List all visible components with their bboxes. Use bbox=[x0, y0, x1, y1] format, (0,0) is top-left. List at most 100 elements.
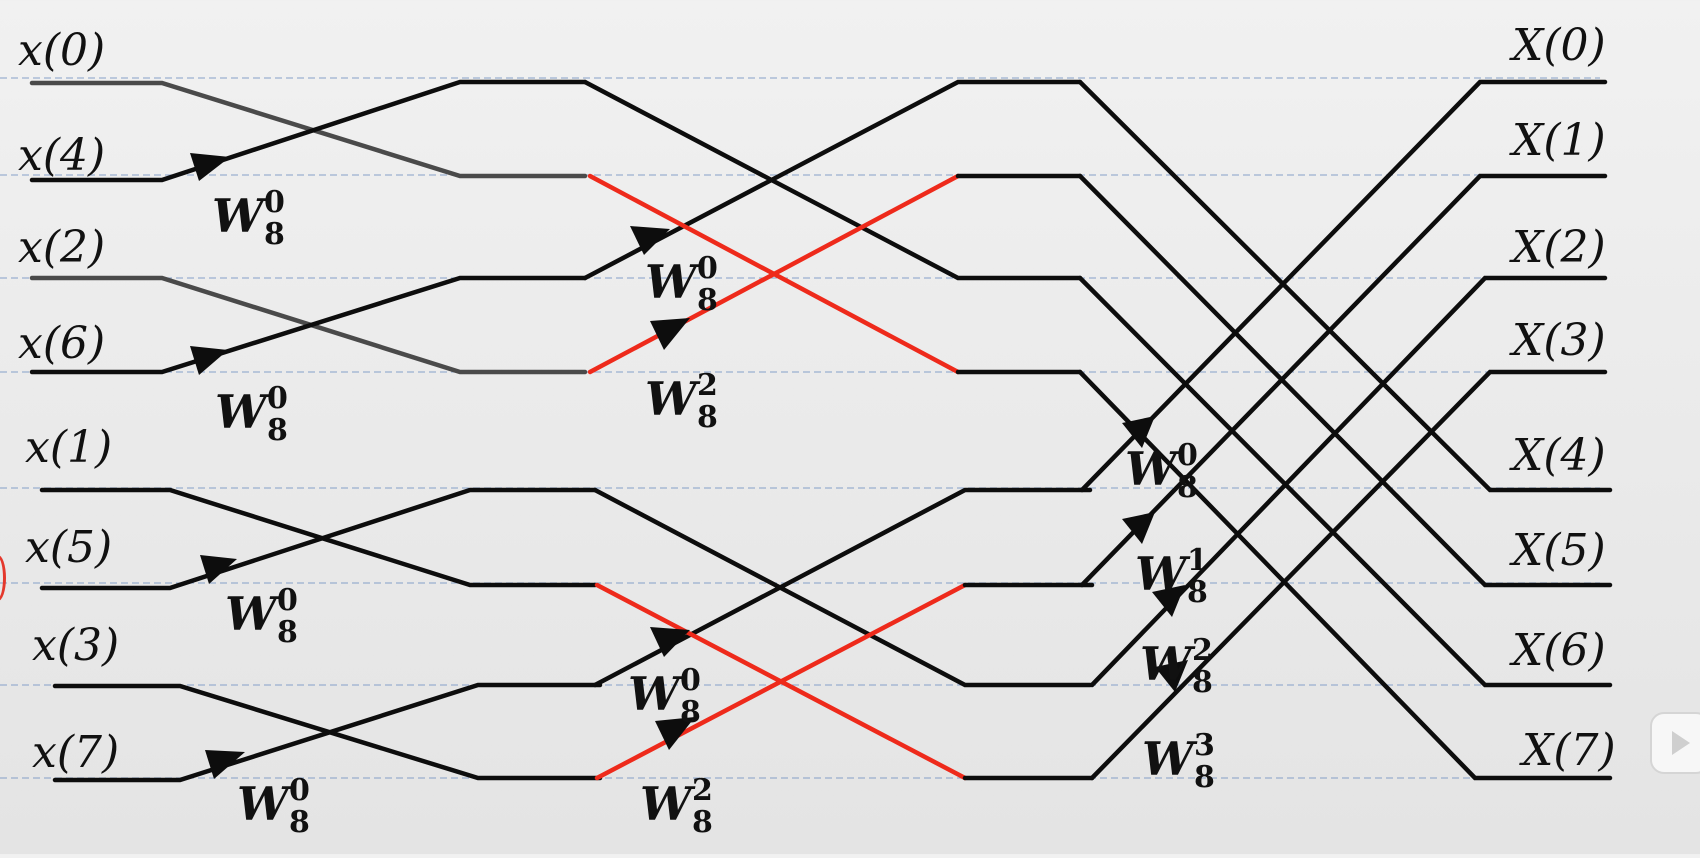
stage-3-lines bbox=[1077, 79, 1613, 781]
twiddle-subscript: 8 bbox=[697, 283, 718, 318]
output-label: X(1) bbox=[1509, 115, 1606, 166]
twiddle-exponent: 0 bbox=[277, 583, 298, 618]
twiddle-subscript: 8 bbox=[1187, 575, 1208, 610]
twiddle-subscript: 8 bbox=[697, 400, 718, 435]
arrows bbox=[190, 153, 1188, 779]
input-label: x(4) bbox=[18, 130, 105, 181]
twiddle-factor: W 0 8 bbox=[237, 773, 310, 840]
twiddle-factor: W 3 8 bbox=[1142, 728, 1215, 795]
twiddle-base: W bbox=[645, 372, 701, 426]
arrow-icon bbox=[190, 153, 230, 181]
stage1-line-7 bbox=[52, 682, 603, 783]
twiddle-factor: W 2 8 bbox=[1140, 633, 1213, 700]
twiddle-exponent: 0 bbox=[680, 663, 701, 698]
twiddle-exponent: 2 bbox=[697, 368, 718, 403]
stage3-line-2 bbox=[1077, 275, 1613, 688]
input-label: x(3) bbox=[32, 620, 119, 671]
twiddle-subscript: 8 bbox=[277, 615, 298, 650]
twiddle-base: W bbox=[640, 777, 696, 831]
stage-1-lines bbox=[29, 79, 603, 783]
stage3-line-0 bbox=[1077, 79, 1613, 493]
twiddle-exponent: 0 bbox=[267, 381, 288, 416]
twiddle-subscript: 8 bbox=[264, 217, 285, 252]
twiddle-factor: W 2 8 bbox=[645, 368, 718, 435]
input-label: x(5) bbox=[25, 522, 112, 573]
twiddle-factor: W 0 8 bbox=[645, 251, 718, 318]
arrow-icon bbox=[655, 717, 695, 750]
arrow-icon bbox=[1122, 512, 1155, 544]
arrow-icon bbox=[650, 318, 690, 350]
arrow-icon bbox=[1152, 585, 1185, 617]
stage1-line-5 bbox=[39, 487, 598, 591]
stage1-line-3 bbox=[29, 275, 588, 375]
arrow-icon bbox=[205, 750, 245, 779]
twiddle-factor: W 0 8 bbox=[215, 381, 288, 448]
output-label: X(2) bbox=[1509, 222, 1606, 273]
twiddle-subscript: 8 bbox=[1177, 470, 1198, 505]
output-label: X(7) bbox=[1519, 725, 1616, 776]
twiddle-base: W bbox=[1135, 547, 1191, 601]
arrow-icon bbox=[1122, 416, 1155, 448]
twiddle-base: W bbox=[215, 385, 271, 439]
stage3-line-3 bbox=[1077, 369, 1613, 781]
twiddle-factor: W 0 8 bbox=[212, 185, 285, 252]
twiddle-factor: W 0 8 bbox=[225, 583, 298, 650]
twiddle-exponent: 2 bbox=[1192, 633, 1213, 668]
input-label: x(2) bbox=[18, 222, 105, 273]
output-label: X(5) bbox=[1509, 525, 1606, 576]
input-label: x(0) bbox=[18, 25, 105, 76]
twiddle-base: W bbox=[212, 189, 268, 243]
output-label: X(3) bbox=[1509, 315, 1606, 366]
stage2-line-3 bbox=[587, 173, 961, 375]
twiddle-factor: W 0 8 bbox=[628, 663, 701, 730]
twiddle-subscript: 8 bbox=[1192, 665, 1213, 700]
output-label: X(6) bbox=[1509, 625, 1606, 676]
arrow-icon bbox=[630, 226, 670, 255]
stage3-line-7 bbox=[1089, 369, 1608, 781]
twiddle-exponent: 3 bbox=[1194, 728, 1215, 763]
guide-lines bbox=[0, 77, 1600, 779]
stage2-line-1 bbox=[582, 79, 1083, 281]
output-label: X(0) bbox=[1509, 20, 1606, 71]
twiddle-subscript: 8 bbox=[692, 805, 713, 840]
stage2-line-5 bbox=[592, 487, 1093, 688]
twiddle-base: W bbox=[628, 667, 684, 721]
twiddle-base: W bbox=[1142, 732, 1198, 786]
stage3-line-6 bbox=[1089, 275, 1608, 688]
stage2-line-7 bbox=[594, 582, 968, 781]
input-label: x(6) bbox=[18, 318, 105, 369]
output-label: X(4) bbox=[1509, 430, 1606, 481]
stage2-line-0 bbox=[582, 79, 1083, 281]
arrow-icon bbox=[650, 627, 690, 657]
stage3-line-4 bbox=[1079, 79, 1608, 493]
twiddle-base: W bbox=[237, 777, 293, 831]
twiddle-exponent: 0 bbox=[697, 251, 718, 286]
twiddle-subscript: 8 bbox=[680, 695, 701, 730]
twiddle-factor: W 0 8 bbox=[1125, 438, 1198, 505]
stage3-line-1 bbox=[1077, 173, 1613, 588]
arrow-icon bbox=[1155, 660, 1188, 692]
twiddle-exponent: 1 bbox=[1187, 543, 1208, 578]
twiddle-subscript: 8 bbox=[289, 805, 310, 840]
input-label: x(1) bbox=[25, 422, 112, 473]
twiddle-subscript: 8 bbox=[1194, 760, 1215, 795]
stage2-line-4 bbox=[592, 487, 1093, 688]
twiddle-factor: W 2 8 bbox=[640, 773, 713, 840]
twiddle-base: W bbox=[1140, 637, 1196, 691]
twiddle-base: W bbox=[645, 255, 701, 309]
twiddle-exponent: 0 bbox=[289, 773, 310, 808]
stage1-line-1 bbox=[29, 79, 588, 183]
arrow-icon bbox=[190, 346, 228, 375]
twiddle-labels: W 0 8 W 0 8 W 0 8 W 0 8 W 0 8 W 2 8 bbox=[212, 185, 1215, 840]
twiddle-exponent: 0 bbox=[264, 185, 285, 220]
twiddle-base: W bbox=[1125, 442, 1181, 496]
twiddle-exponent: 0 bbox=[1177, 438, 1198, 473]
twiddle-factor: W 1 8 bbox=[1135, 543, 1208, 610]
twiddle-subscript: 8 bbox=[267, 413, 288, 448]
input-label: x(7) bbox=[32, 727, 119, 778]
twiddle-exponent: 2 bbox=[692, 773, 713, 808]
stage3-line-5 bbox=[1079, 173, 1608, 588]
play-icon[interactable] bbox=[1650, 712, 1700, 774]
